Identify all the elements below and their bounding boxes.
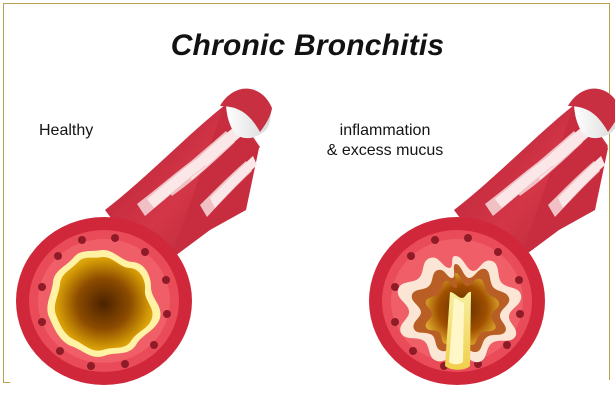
healthy-label: Healthy [39,121,93,141]
inflamed-label-line-2: & excess mucus [300,141,470,161]
inflamed-label-line-1: inflammation [300,121,470,141]
inflamed-label: inflammation & excess mucus [300,121,470,161]
frame-gap [10,380,615,388]
diagram-title: Chronic Bronchitis [0,29,615,63]
